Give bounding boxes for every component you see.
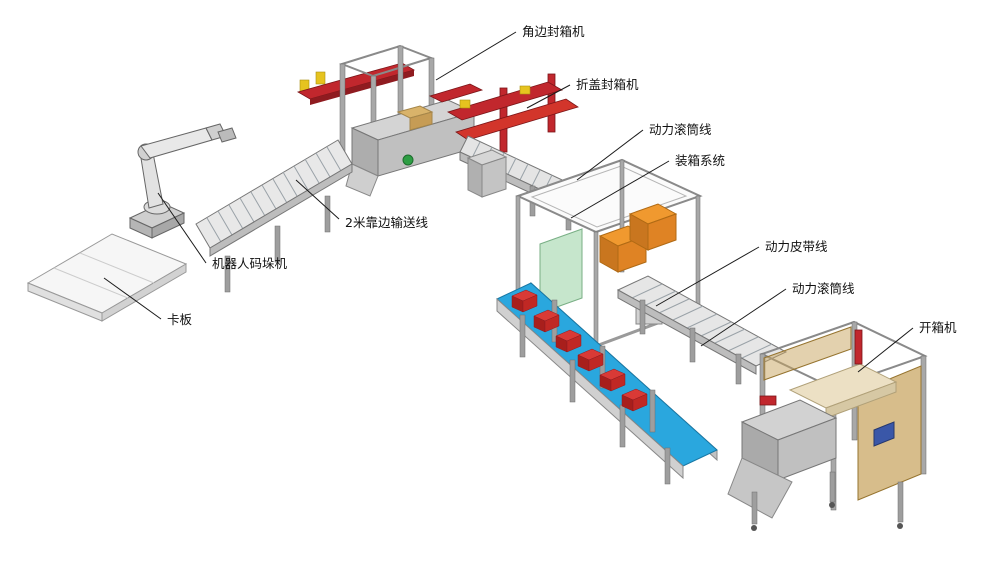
green-guard-panel [539,228,583,314]
label-belt-line: 动力皮带线 [655,239,828,307]
label-text: 卡板 [167,312,193,327]
orange-box-side [629,213,649,251]
carton-front [409,111,433,131]
label-text: 装箱系统 [675,153,725,168]
label-roller-line-2: 动力滚筒线 [700,281,855,347]
pallet-edge [101,263,187,322]
label-text: 动力滚筒线 [792,281,855,296]
red-top-beam [446,81,564,121]
side-rail [617,289,757,375]
side-rail [209,163,353,257]
label-corner-sealer: 角边封箱机 [435,24,585,81]
label-roller-line-1: 动力滚筒线 [576,122,712,181]
leader-line [576,129,644,181]
label-text: 角边封箱机 [522,24,585,39]
rollers [631,283,773,359]
caster-wheel [897,523,903,529]
machine-leg [751,491,758,525]
conveyor-leg [224,255,231,293]
conveyor-leg [599,345,606,389]
hopper [345,163,379,197]
yellow-motor [315,71,326,85]
label-text: 动力滚筒线 [649,122,712,137]
blue-component [873,421,895,447]
leader-line [570,160,670,219]
roof-inner [530,165,688,228]
leader-line [857,327,914,373]
machine-case-erector [727,320,928,531]
red-carton-row [511,289,648,412]
machine-corner-sealer [296,44,484,197]
leader-line [295,179,340,220]
conveyor-belt-line [496,281,718,485]
yellow-block [519,85,531,95]
label-infeed-line: 2米靠边输送线 [295,179,428,230]
control-cabinet [466,149,508,198]
leader-line [526,84,571,109]
caster-wheel [751,525,757,531]
label-text: 折盖封箱机 [576,77,639,92]
frame-roof [338,44,435,78]
label-text: 开箱机 [919,320,957,335]
pallet-top [26,233,188,314]
label-pallet: 卡板 [103,277,193,327]
rollers [206,146,342,243]
conveyor-leg [689,327,696,363]
leader-line [157,192,207,264]
red-clamp [428,83,484,103]
caster-wheel [829,502,835,508]
leader-line [655,246,760,307]
green-button [402,154,414,166]
label-text: 2米靠边输送线 [345,215,428,230]
machine-robot-palletizer [128,123,237,239]
frame-column [695,195,701,309]
leader-line [435,31,517,81]
leader-line [103,277,162,320]
cardboard-panel-back [763,326,852,381]
machine-leg [829,471,836,503]
pallet-slats [53,252,155,299]
label-packing-system: 装箱系统 [570,153,725,219]
discharge-chute [727,457,793,519]
conveyor-leg [619,404,626,448]
conveyor-leg [639,299,646,335]
red-post [854,329,863,365]
machine-leg [897,481,904,523]
label-text: 机器人码垛机 [212,256,288,271]
conveyor-leg [274,225,281,263]
conveyor-roller-line-2 [616,275,788,385]
conveyor-infeed-line [195,139,353,293]
red-mid-rail [455,98,579,141]
conveyor-leg [649,389,656,433]
label-case-erector: 开箱机 [857,320,957,373]
conveyor-leg [324,195,331,233]
conveyor-leg [519,314,526,358]
machine-flap-sealer [446,73,579,153]
label-robot-palletizer: 机器人码垛机 [157,192,288,271]
frame-column [619,159,625,273]
conveyor-leg [664,447,671,485]
robot-upper-arm [140,127,213,159]
orange-box-side [599,235,619,273]
label-flap-sealer: 折盖封箱机 [526,77,639,109]
yellow-block [459,99,471,109]
pallet [26,233,188,322]
label-text: 动力皮带线 [765,239,828,254]
cabinet-side [467,157,483,198]
frame-column [920,355,927,475]
red-rail-edge [310,70,414,105]
frame-column [339,63,346,153]
leader-line [700,288,787,347]
conveyor-leg [569,359,576,403]
robot-gripper [217,127,237,143]
conveyor-leg [735,353,742,385]
red-component [759,395,777,406]
frame-column [593,231,599,349]
callout-labels: 角边封箱机 折盖封箱机 动力滚筒线 装箱系统 动力皮带线 动力滚筒线 开箱机 [103,24,957,373]
